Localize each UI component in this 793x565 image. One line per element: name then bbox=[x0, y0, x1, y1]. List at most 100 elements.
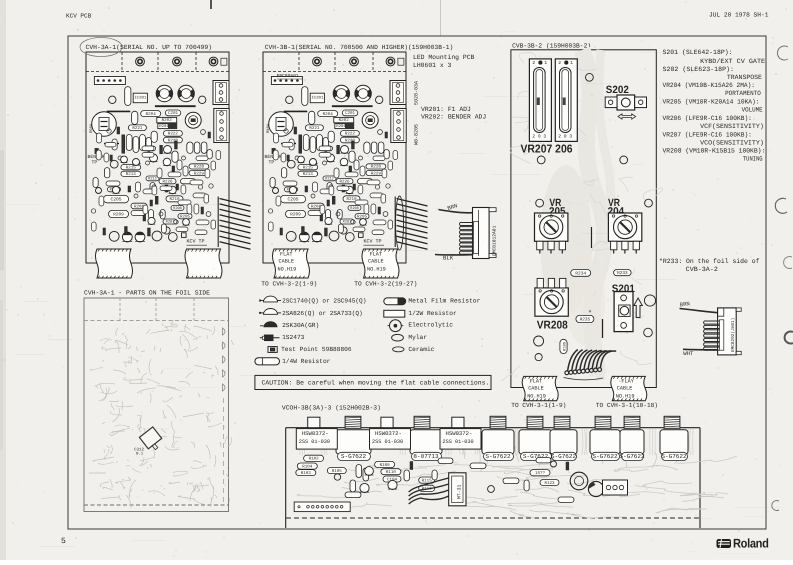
svg-text:2SK30A(GR): 2SK30A(GR) bbox=[282, 322, 319, 329]
svg-text:VCOH-3B(3A)-3 (152H002B-3): VCOH-3B(3A)-3 (152H002B-3) bbox=[282, 405, 381, 412]
svg-text:R226: R226 bbox=[162, 180, 173, 185]
svg-text:R204: R204 bbox=[146, 112, 157, 117]
svg-text:2 0 3: 2 0 3 bbox=[558, 133, 572, 139]
svg-text:R210: R210 bbox=[169, 197, 180, 202]
svg-text:R201: R201 bbox=[336, 124, 346, 129]
svg-text:R207: R207 bbox=[166, 220, 175, 225]
svg-text:R104: R104 bbox=[302, 464, 313, 469]
svg-text:C205: C205 bbox=[110, 197, 121, 203]
svg-text:C205: C205 bbox=[287, 197, 298, 203]
svg-text:R220: R220 bbox=[345, 138, 356, 143]
svg-text:Ceramic: Ceramic bbox=[408, 346, 434, 353]
svg-text:2: 2 bbox=[558, 60, 561, 66]
svg-text:C104: C104 bbox=[387, 477, 398, 482]
svg-text:R221: R221 bbox=[309, 126, 320, 131]
svg-text:BRN: BRN bbox=[447, 202, 459, 212]
svg-text:VR207 (LFE9R-C16 100KB):: VR207 (LFE9R-C16 100KB): bbox=[663, 131, 752, 138]
svg-text:ENC80501: ENC80501 bbox=[277, 73, 299, 79]
svg-text:LED Mounting PCB: LED Mounting PCB bbox=[413, 54, 475, 61]
svg-text:S-G7622: S-G7622 bbox=[661, 453, 687, 460]
svg-text:HSW0372-: HSW0372- bbox=[375, 430, 402, 437]
svg-text:2 0 3: 2 0 3 bbox=[532, 133, 546, 139]
svg-text:R202: R202 bbox=[339, 118, 350, 123]
svg-text:Test Point 59B88806: Test Point 59B88806 bbox=[281, 346, 352, 353]
svg-text:VR204 (VM10B-K15A26 2MA):: VR204 (VM10B-K15A26 2MA): bbox=[663, 82, 756, 89]
svg-text:BRN: BRN bbox=[679, 300, 690, 308]
svg-text:HSW0372-: HSW0372- bbox=[446, 430, 473, 437]
svg-text:BLK: BLK bbox=[443, 254, 454, 261]
svg-text:Electrolytic: Electrolytic bbox=[408, 322, 453, 329]
svg-text:R212: R212 bbox=[148, 177, 157, 182]
svg-text:EMCB1012A01: EMCB1012A01 bbox=[492, 225, 498, 256]
svg-text:-FLAY: -FLAY bbox=[618, 379, 634, 385]
svg-text:NO.H19: NO.H19 bbox=[367, 267, 386, 273]
svg-text:0.1: 0.1 bbox=[136, 452, 144, 457]
svg-text:R209: R209 bbox=[113, 212, 124, 217]
svg-text:NO.H19: NO.H19 bbox=[616, 393, 635, 399]
svg-text:TO CVH-3-1(10-18): TO CVH-3-1(10-18) bbox=[596, 402, 658, 409]
svg-text:NO.H19: NO.H19 bbox=[527, 393, 546, 399]
svg-text:2SA826(Q) or 2SA733(Q): 2SA826(Q) or 2SA733(Q) bbox=[282, 310, 363, 317]
svg-text:S-G7622: S-G7622 bbox=[523, 453, 549, 460]
svg-text:VR207 206: VR207 206 bbox=[521, 144, 573, 156]
svg-text:S-G7622: S-G7622 bbox=[485, 453, 511, 460]
svg-text:2SS 01-030: 2SS 01-030 bbox=[443, 439, 474, 445]
svg-text:R105: R105 bbox=[332, 469, 343, 474]
svg-text:S202: S202 bbox=[606, 84, 629, 96]
svg-text:R222: R222 bbox=[168, 132, 179, 137]
svg-text:CABLE: CABLE bbox=[617, 386, 633, 392]
svg-text:1/4W Resistor: 1/4W Resistor bbox=[282, 358, 331, 365]
svg-text:Mylar: Mylar bbox=[408, 334, 427, 341]
svg-text:1S??: 1S?? bbox=[535, 471, 546, 476]
svg-text:R102: R102 bbox=[309, 457, 320, 462]
svg-text:2: 2 bbox=[532, 60, 535, 66]
svg-text:CVB-3A-2: CVB-3A-2 bbox=[686, 266, 718, 273]
svg-text:W0-8205: W0-8205 bbox=[414, 124, 420, 145]
svg-text:EMC8292(JA01): EMC8292(JA01) bbox=[730, 318, 736, 352]
svg-text:LH0601 x 3: LH0601 x 3 bbox=[413, 62, 452, 69]
svg-text:VR: VR bbox=[549, 197, 561, 209]
svg-text:CABLE: CABLE bbox=[368, 259, 384, 265]
svg-text:R205: R205 bbox=[357, 215, 368, 220]
svg-text:VCO(SENSITIVITY): VCO(SENSITIVITY) bbox=[700, 139, 764, 146]
svg-text:CVH-3A-1(SERIAL NO. UP TO 7004: CVH-3A-1(SERIAL NO. UP TO 700499) bbox=[86, 44, 213, 51]
svg-text:R221: R221 bbox=[132, 126, 143, 131]
svg-text:IC201: IC201 bbox=[311, 95, 324, 100]
svg-text:R212: R212 bbox=[325, 177, 334, 182]
svg-text:R204: R204 bbox=[323, 112, 334, 117]
svg-text:WHT: WHT bbox=[683, 350, 694, 357]
svg-text:FLAT: FLAT bbox=[370, 252, 382, 258]
svg-text:R215: R215 bbox=[303, 166, 314, 171]
svg-text:R50A: R50A bbox=[266, 123, 271, 133]
svg-text:C201: C201 bbox=[345, 111, 356, 116]
svg-text:TO CVH-3-2(1-9): TO CVH-3-2(1-9) bbox=[261, 280, 317, 287]
svg-text:R50A: R50A bbox=[89, 123, 94, 133]
svg-text:S-G7622: S-G7622 bbox=[619, 453, 645, 460]
svg-text:VOLUME: VOLUME bbox=[742, 107, 763, 114]
svg-text:*R233: On the foil side of: *R233: On the foil side of bbox=[659, 258, 760, 265]
svg-text:R213: R213 bbox=[126, 172, 137, 177]
svg-text:1/2W Resistor: 1/2W Resistor bbox=[408, 310, 457, 317]
svg-text:VR208: VR208 bbox=[537, 320, 568, 332]
svg-text:R222: R222 bbox=[345, 132, 356, 137]
svg-text:HSW0372-: HSW0372- bbox=[302, 430, 329, 437]
svg-text:R208: R208 bbox=[173, 206, 182, 211]
svg-text:R213: R213 bbox=[303, 172, 314, 177]
svg-text:R229: R229 bbox=[371, 171, 382, 176]
svg-text:R206: R206 bbox=[311, 204, 322, 209]
svg-text:R205: R205 bbox=[180, 215, 191, 220]
svg-text:R234: R234 bbox=[575, 271, 586, 276]
svg-text:TUNING: TUNING bbox=[743, 155, 763, 162]
svg-text:VR205 (VM10R-K20A14 10KA):: VR205 (VM10R-K20A14 10KA): bbox=[663, 99, 760, 106]
svg-text:R235: R235 bbox=[580, 317, 591, 322]
svg-text:R109: R109 bbox=[380, 463, 391, 468]
svg-text:5028-03A: 5028-03A bbox=[414, 81, 420, 105]
svg-text:R209: R209 bbox=[290, 212, 301, 217]
svg-text:VCF(SENSITIVITY): VCF(SENSITIVITY) bbox=[700, 123, 764, 130]
svg-text:R233: R233 bbox=[617, 271, 628, 276]
svg-text:R215: R215 bbox=[126, 166, 137, 171]
svg-text:R229: R229 bbox=[194, 171, 205, 176]
svg-text:R123: R123 bbox=[544, 481, 555, 486]
svg-text:TP: TP bbox=[92, 159, 98, 165]
svg-text:KCV TP: KCV TP bbox=[364, 239, 382, 245]
